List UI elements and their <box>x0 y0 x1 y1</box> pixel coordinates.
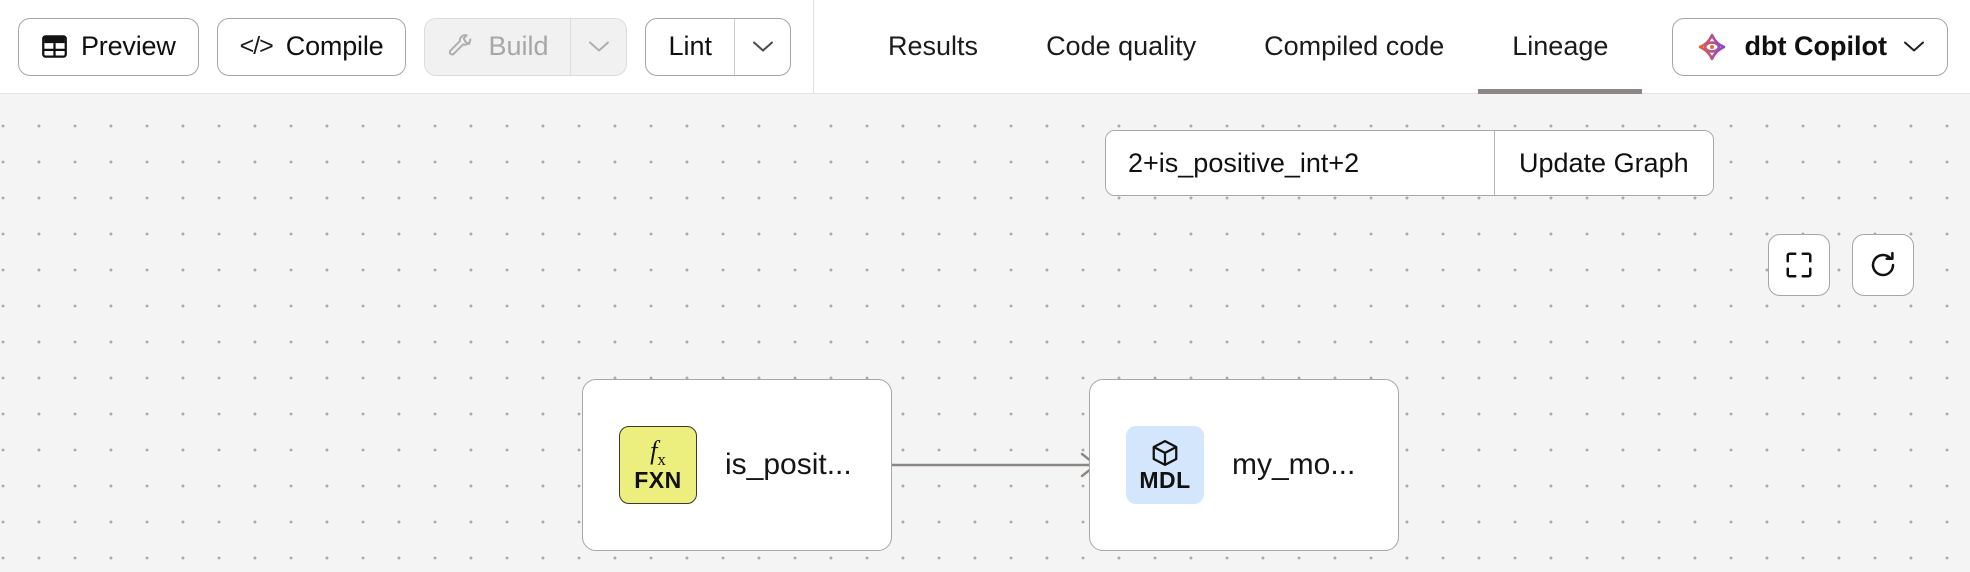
code-icon: </> <box>239 32 274 60</box>
lint-button-group[interactable]: Lint <box>645 17 792 76</box>
lineage-node-is-positive-int[interactable]: fx FXN is_posit... <box>582 379 892 551</box>
refresh-icon <box>1871 251 1895 277</box>
copilot-container: dbt Copilot <box>1671 17 1970 76</box>
fullscreen-button[interactable] <box>1768 234 1830 296</box>
table-icon <box>41 33 68 60</box>
dbt-copilot-label: dbt Copilot <box>1744 31 1887 61</box>
update-graph-label: Update Graph <box>1519 147 1689 178</box>
mdl-badge-code: MDL <box>1139 467 1191 493</box>
chevron-down-icon <box>1904 41 1924 52</box>
lint-dropdown-button[interactable] <box>734 18 790 75</box>
view-controls <box>1768 234 1914 296</box>
lineage-canvas[interactable]: Update Graph <box>0 94 1970 572</box>
graph-selector-input[interactable] <box>1106 131 1494 195</box>
compile-button-label: Compile <box>285 31 384 61</box>
fx-glyph-icon: fx <box>650 435 666 470</box>
graph-selector-controls: Update Graph <box>1105 130 1714 196</box>
build-button-group[interactable]: Build <box>424 17 628 76</box>
fullscreen-icon <box>1786 252 1812 278</box>
tab-results-label: Results <box>888 31 979 61</box>
graph-selector-group: Update Graph <box>1105 130 1714 196</box>
update-graph-button[interactable]: Update Graph <box>1494 131 1713 195</box>
tab-compiled-code-label: Compiled code <box>1264 31 1445 61</box>
action-toolbar: Preview </> Compile Build <box>0 0 792 93</box>
tab-code-quality[interactable]: Code quality <box>1012 0 1230 94</box>
lineage-node-my-model[interactable]: MDL my_mo... <box>1089 379 1399 551</box>
tab-lineage-label: Lineage <box>1512 31 1609 61</box>
lint-button[interactable]: Lint <box>646 19 734 75</box>
build-button: Build <box>425 19 570 75</box>
tab-code-quality-label: Code quality <box>1046 31 1197 61</box>
toolbar-divider <box>813 0 815 94</box>
compile-button[interactable]: </> Compile <box>216 17 407 76</box>
wrench-icon <box>447 33 475 61</box>
tab-results[interactable]: Results <box>854 0 1012 94</box>
fxn-badge-code: FXN <box>634 467 682 494</box>
dbt-copilot-button[interactable]: dbt Copilot <box>1671 17 1948 76</box>
preview-button-label: Preview <box>81 31 176 61</box>
top-header: Preview </> Compile Build <box>0 0 1970 94</box>
dbt-copilot-icon <box>1695 30 1729 64</box>
mdl-badge: MDL <box>1126 426 1204 504</box>
lineage-edge <box>884 452 1098 478</box>
refresh-button[interactable] <box>1852 234 1914 296</box>
lineage-node-label: my_mo... <box>1232 448 1356 481</box>
lint-button-label: Lint <box>668 31 713 61</box>
tab-lineage[interactable]: Lineage <box>1478 0 1643 94</box>
cube-icon <box>1152 440 1178 466</box>
build-dropdown-button[interactable] <box>570 18 626 75</box>
build-button-label: Build <box>488 31 549 61</box>
preview-button[interactable]: Preview <box>18 17 199 76</box>
lineage-node-label: is_posit... <box>725 448 852 481</box>
tab-compiled-code[interactable]: Compiled code <box>1230 0 1478 94</box>
fxn-badge: fx FXN <box>619 426 697 504</box>
tab-bar: Results Code quality Compiled code Linea… <box>854 0 1643 94</box>
